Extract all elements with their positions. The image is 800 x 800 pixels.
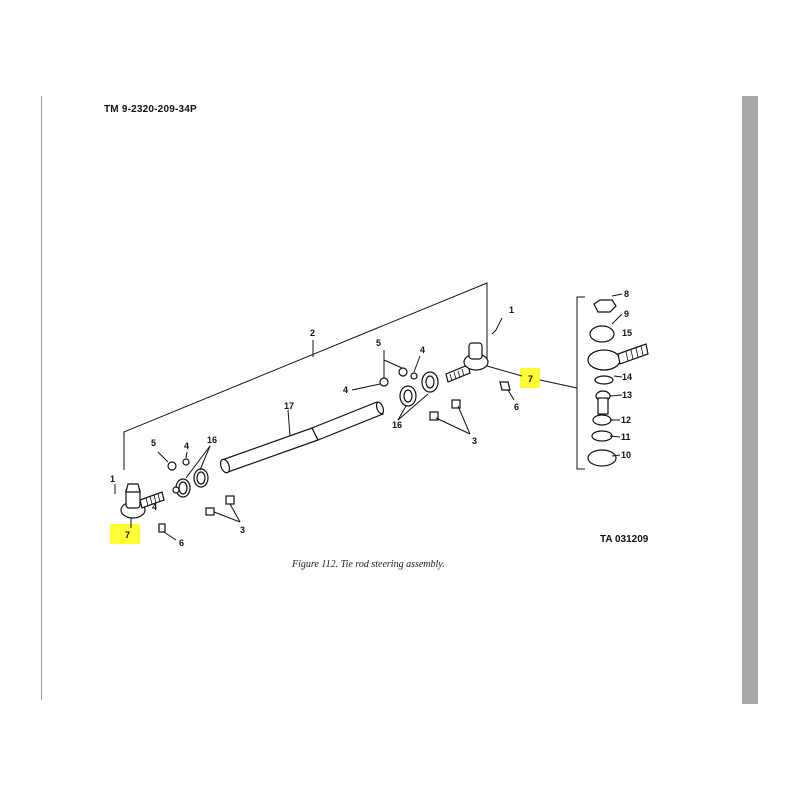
clamp-16-right-a <box>399 385 417 407</box>
callout-7-right: 7 <box>528 374 533 384</box>
leader-16-left-b <box>185 445 211 479</box>
highlight-callout-7-right <box>520 368 540 388</box>
leader-14 <box>613 375 623 378</box>
fitting-6-right <box>499 381 515 401</box>
callout-9: 9 <box>624 309 629 319</box>
page-left-edge <box>41 96 42 700</box>
leader-8 <box>611 293 623 297</box>
nut-5-right <box>398 367 408 377</box>
spring-12-detail <box>592 414 612 426</box>
figure-caption: Figure 112. Tie rod steering assembly. <box>292 559 445 570</box>
leader-13 <box>609 394 623 397</box>
leader-7-right <box>486 365 523 377</box>
washer-4-left <box>182 458 190 466</box>
leader-1-right <box>495 317 503 331</box>
leader-4-left <box>185 451 188 459</box>
leader-5-left <box>157 451 169 463</box>
bolt-3-right-b <box>451 399 471 435</box>
callout-3-right: 3 <box>472 436 477 446</box>
tube-17-left-section <box>219 427 319 474</box>
leader-16-right-a <box>397 405 407 421</box>
callout-16-left: 16 <box>207 435 217 445</box>
washer-11-detail <box>591 430 613 442</box>
callout-4-left-lower: 4 <box>152 502 157 512</box>
callout-1-left: 1 <box>110 474 115 484</box>
washer-4-left-b <box>172 486 180 494</box>
fitting-6-left <box>158 523 177 541</box>
tm-header: TM 9-2320-209-34P <box>104 104 197 115</box>
seal-9-detail <box>589 325 615 343</box>
callout-17: 17 <box>284 401 294 411</box>
socket-15-detail <box>587 343 649 371</box>
nut-4-right <box>379 377 389 387</box>
callout-8: 8 <box>624 289 629 299</box>
ball-stud-13-detail <box>595 390 611 415</box>
tube-17-right-section <box>311 401 385 441</box>
callout-4-right: 4 <box>343 385 348 395</box>
callout-2: 2 <box>310 328 315 338</box>
leader-4-right <box>351 383 381 391</box>
leader-16-left-a <box>199 445 211 471</box>
leader-16-right-b <box>397 393 429 421</box>
callout-5-right: 5 <box>376 338 381 348</box>
clamp-16-right-b <box>421 371 439 393</box>
callout-4-left: 4 <box>184 441 189 451</box>
leader-9 <box>611 313 623 325</box>
washer-4-right <box>410 372 418 380</box>
clamp-16-left-b <box>193 468 209 488</box>
callout-5-left: 5 <box>151 438 156 448</box>
cotter-pin-1-right <box>491 329 497 335</box>
detail-bracket <box>576 296 585 470</box>
leader-11 <box>609 435 621 438</box>
leader-4-right-b <box>413 355 421 373</box>
leader-10 <box>611 454 621 457</box>
bolt-3-right-a <box>429 411 471 435</box>
ta-code: TA 031209 <box>600 534 649 545</box>
leader-17 <box>287 409 291 437</box>
callout-15: 15 <box>622 328 632 338</box>
bolt-3-left-a <box>225 495 241 523</box>
bolt-3-left-b <box>205 507 241 523</box>
callout-6-left: 6 <box>179 538 184 548</box>
leader-5-right-b <box>383 359 403 369</box>
nut-8-detail <box>593 299 617 313</box>
tie-rod-end-left <box>120 483 165 519</box>
nut-5-left <box>167 461 177 471</box>
leader-7-detail <box>539 379 578 389</box>
callout-11: 11 <box>621 432 631 442</box>
callout-6-right: 6 <box>514 402 519 412</box>
callout-16-right: 16 <box>392 420 402 430</box>
assembly-bracket <box>123 282 488 470</box>
tie-rod-end-right <box>445 342 489 383</box>
callout-12: 12 <box>621 415 631 425</box>
callout-13: 13 <box>622 390 632 400</box>
callout-4-right-top: 4 <box>420 345 425 355</box>
callout-1-right: 1 <box>509 305 514 315</box>
plug-10-detail <box>587 449 617 467</box>
page-scroll-gutter[interactable] <box>742 96 758 704</box>
callout-14: 14 <box>622 372 632 382</box>
callout-3-left: 3 <box>240 525 245 535</box>
seat-14-detail <box>594 375 614 385</box>
callout-10: 10 <box>621 450 631 460</box>
highlight-callout-7-left <box>110 524 140 544</box>
callout-7-left: 7 <box>125 530 130 540</box>
clamp-16-left-a <box>175 478 191 498</box>
